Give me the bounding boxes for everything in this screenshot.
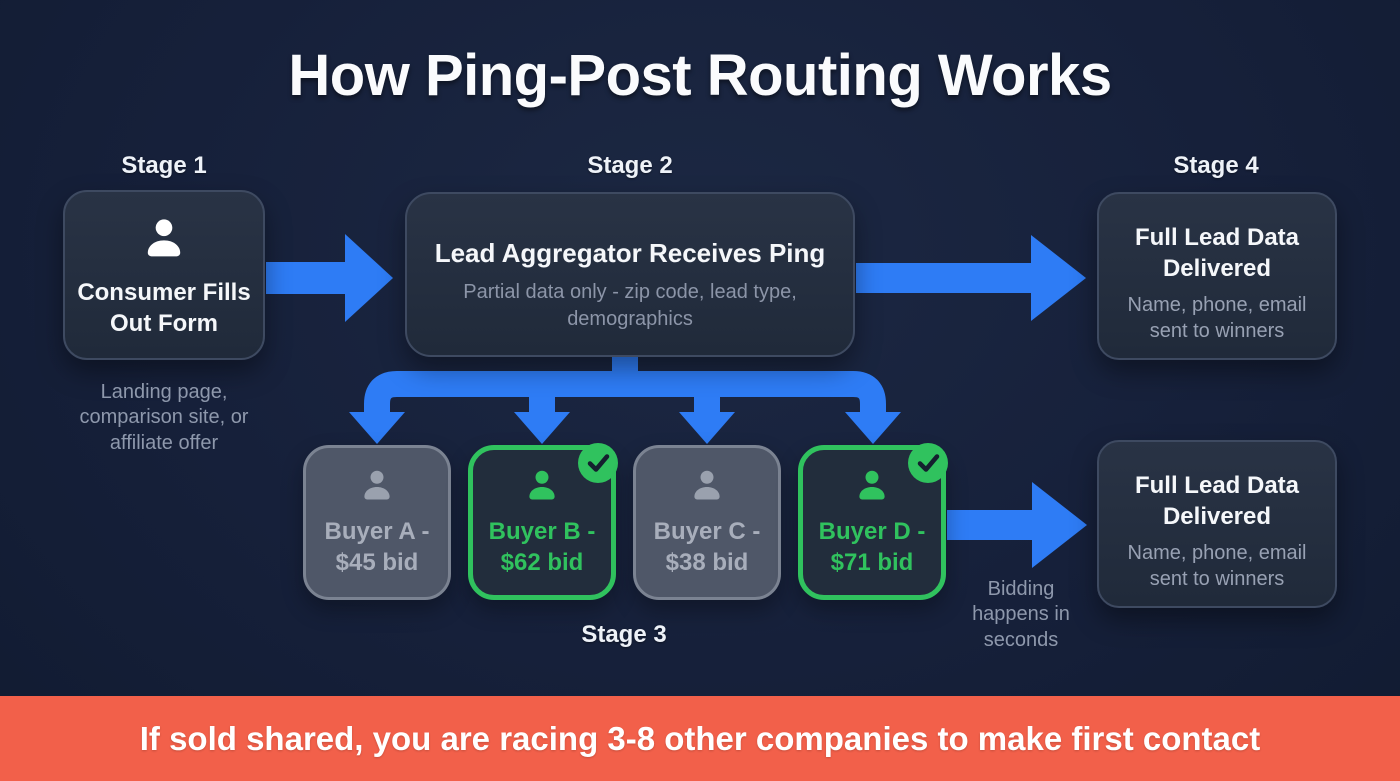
buyer-b-card: Buyer B - $62 bid (468, 443, 618, 600)
consumer-form-card: Consumer Fills Out Form (63, 190, 265, 360)
checkmark-icon (917, 454, 940, 472)
buyer-a-name: Buyer A - (324, 518, 430, 545)
bottom-banner-text: If sold shared, you are racing 3-8 other… (139, 719, 1261, 757)
arrow-stage2-to-stage4-shaft (856, 263, 1032, 293)
winner-check-badge (578, 443, 618, 483)
page-title: How Ping-Post Routing Works (288, 43, 1112, 108)
stage-2-label: Stage 2 (587, 152, 673, 179)
person-icon (137, 212, 191, 266)
bottom-banner: If sold shared, you are racing 3-8 other… (0, 696, 1400, 781)
bidding-caption: Bidding happens in seconds (972, 578, 1070, 651)
arrow-stage1-to-stage2-shaft (266, 262, 346, 294)
consumer-form-title: Consumer Fills Out Form (77, 279, 251, 338)
full-lead-data-title: Full Lead Data Delivered (1134, 224, 1300, 283)
aggregator-title: Lead Aggregator Receives Ping (434, 238, 826, 268)
buyer-d-name: Buyer D - (818, 518, 926, 545)
stage-1-label: Stage 1 (121, 152, 207, 179)
stage-3-label: Stage 3 (581, 621, 667, 648)
aggregator-subtitle: Partial data only - zip code, lead type,… (463, 281, 797, 330)
winner-check-badge (908, 443, 948, 483)
full-lead-data-subtitle: Name, phone, email sent to winners (1127, 294, 1307, 343)
arrow-stage1-to-stage2-head (345, 234, 393, 322)
buyer-d-bid: $71 bid (830, 549, 914, 577)
buyer-c-card: Buyer C - $38 bid (633, 445, 781, 600)
buyer-c-name: Buyer C - (653, 518, 761, 545)
person-icon (686, 465, 728, 507)
buyer-b-bid: $62 bid (500, 549, 584, 577)
person-icon (851, 465, 893, 507)
arrow-stage2-to-stage4-head (1031, 235, 1086, 321)
person-icon (356, 465, 398, 507)
aggregator-card: Lead Aggregator Receives Ping Partial da… (405, 192, 855, 357)
buyer-d-card: Buyer D - $71 bid (798, 443, 948, 600)
arrow-buyers-to-delivery-head (1032, 482, 1087, 568)
full-lead-data-title: Full Lead Data Delivered (1134, 472, 1300, 531)
arrow-buyers-to-delivery-shaft (947, 510, 1033, 540)
full-lead-data-card-bottom: Full Lead Data Delivered Name, phone, em… (1097, 440, 1337, 608)
buyer-b-name: Buyer B - (488, 518, 596, 545)
checkmark-icon (587, 454, 610, 472)
buyer-a-card: Buyer A - $45 bid (303, 445, 451, 600)
person-icon (521, 465, 563, 507)
full-lead-data-subtitle: Name, phone, email sent to winners (1127, 542, 1307, 591)
buyer-a-bid: $45 bid (335, 549, 419, 577)
branch-connector (349, 346, 901, 444)
stage-4-label: Stage 4 (1173, 152, 1259, 179)
full-lead-data-card-top: Full Lead Data Delivered Name, phone, em… (1097, 192, 1337, 360)
buyer-c-bid: $38 bid (665, 549, 749, 577)
consumer-form-caption: Landing page, comparison site, or affili… (79, 381, 249, 454)
